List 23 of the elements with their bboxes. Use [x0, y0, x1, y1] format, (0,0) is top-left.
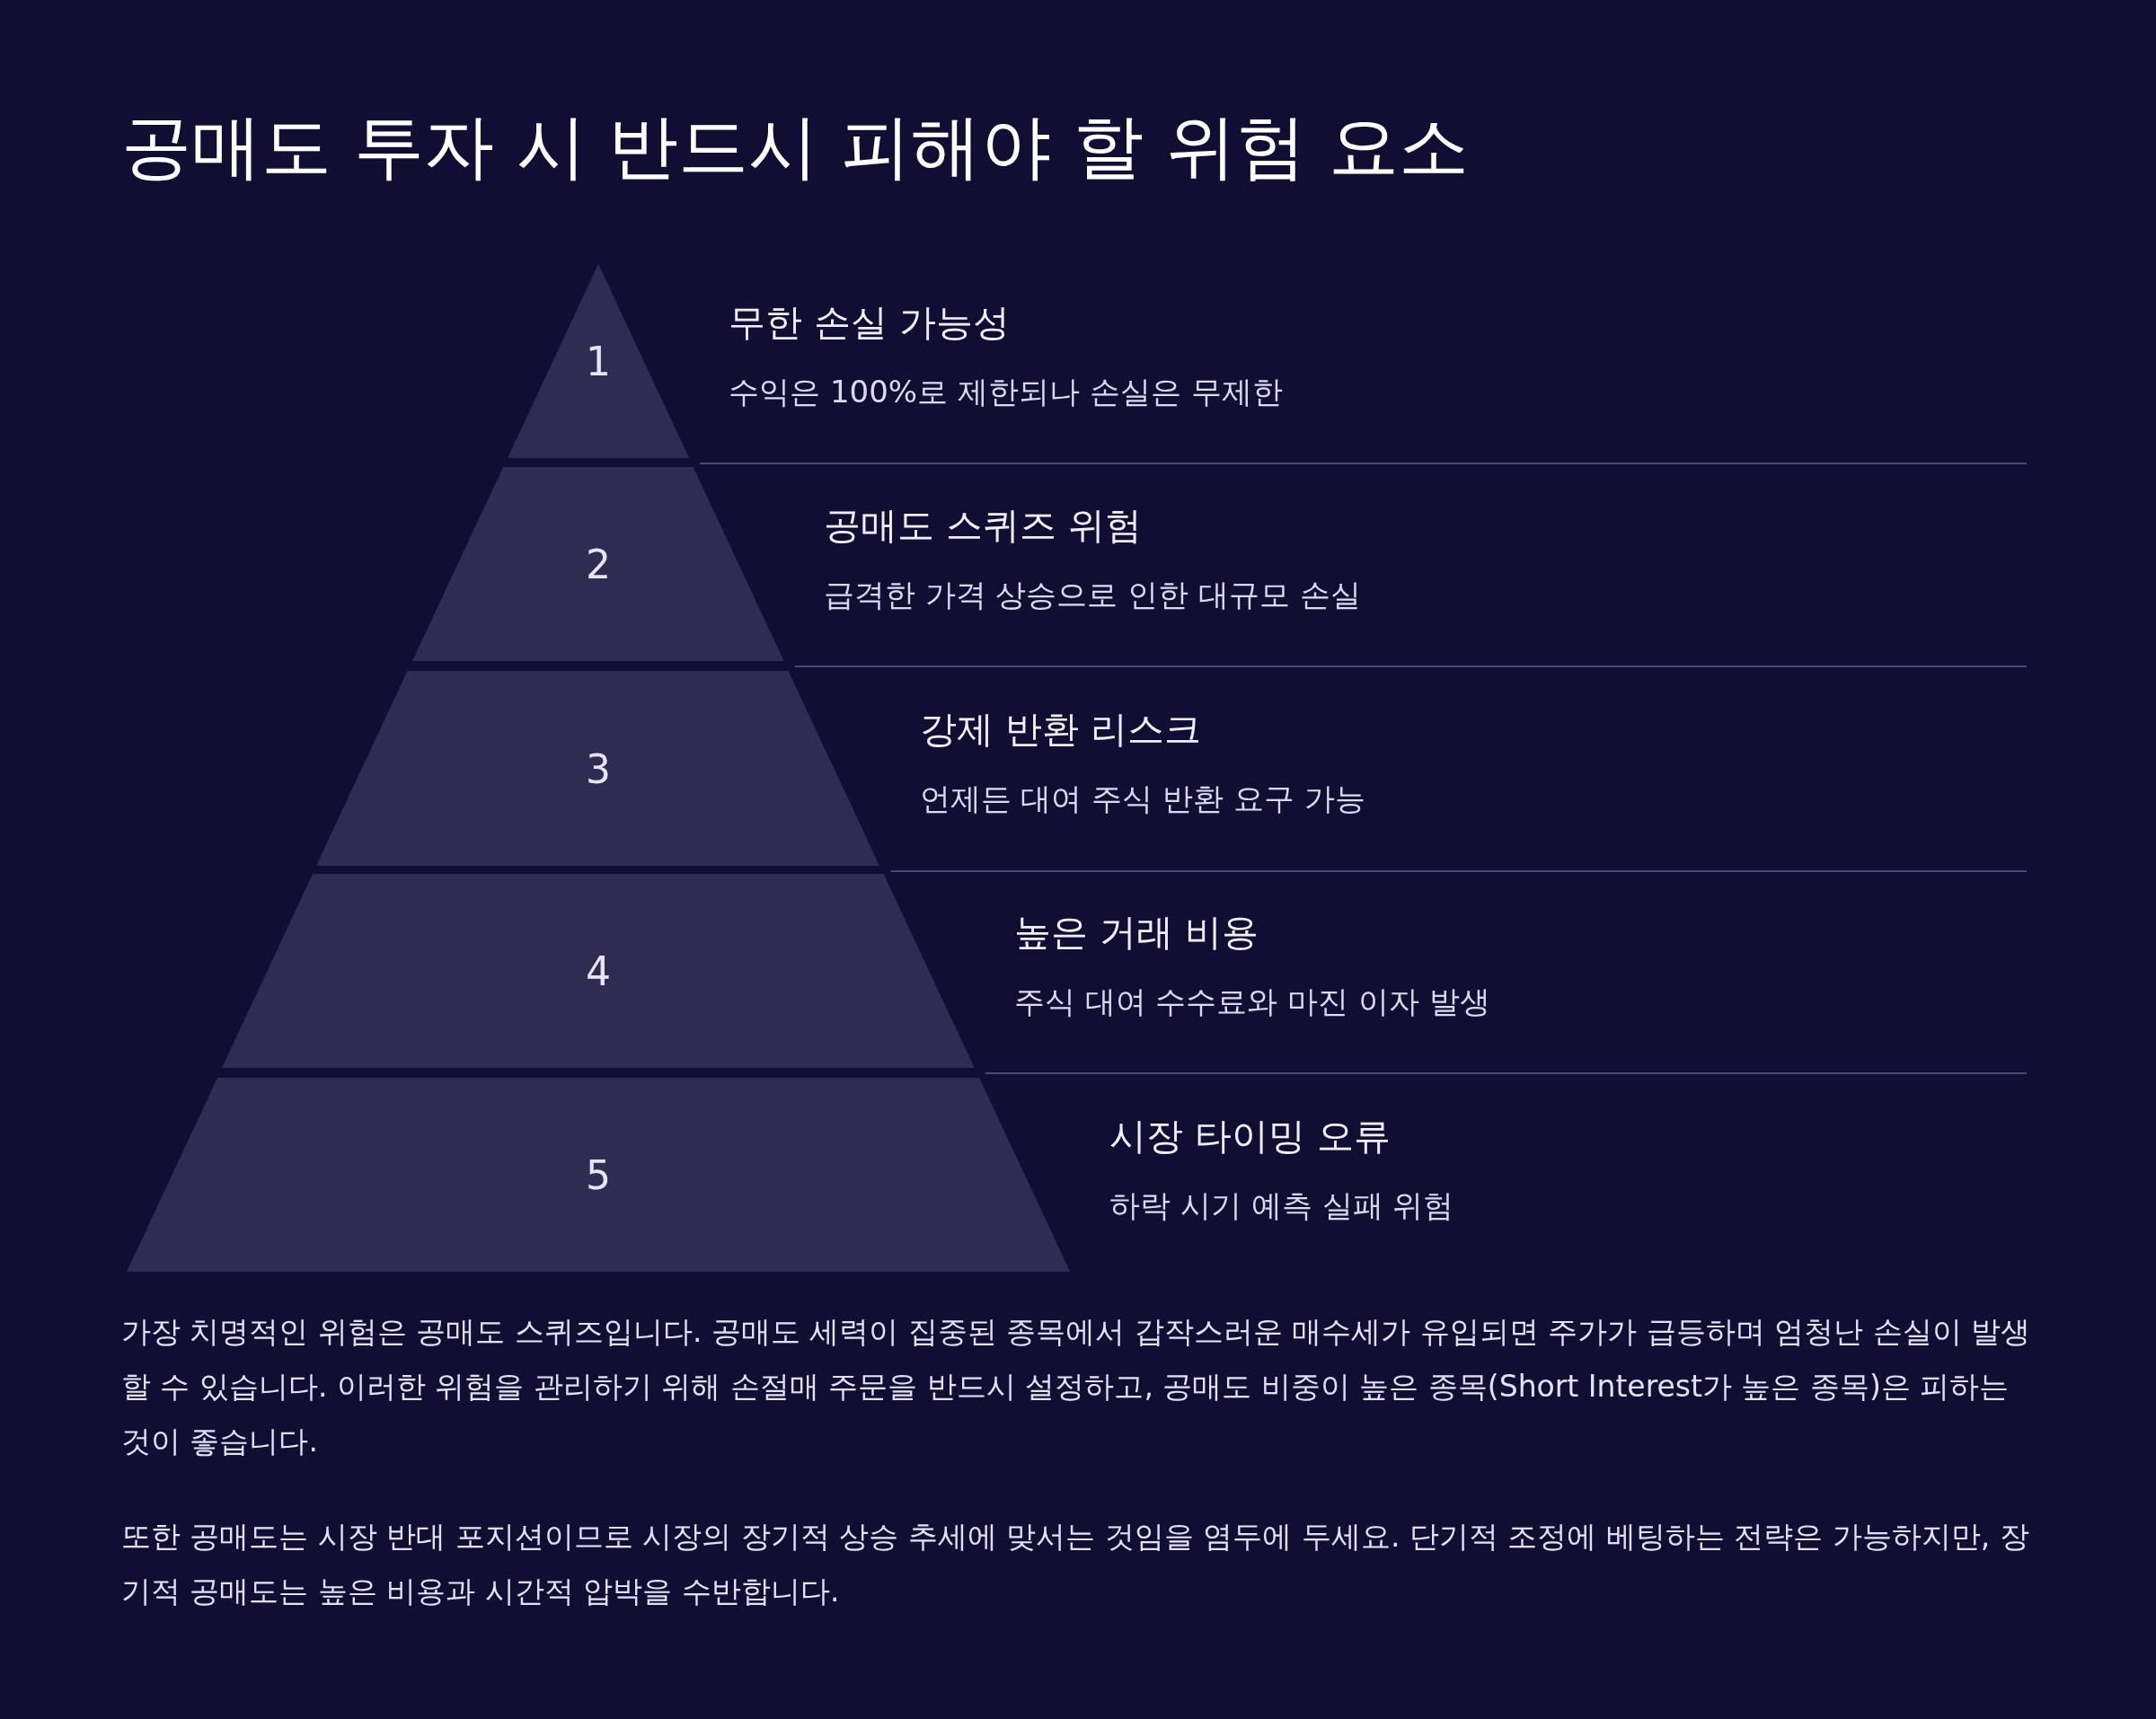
tier-description: 언제든 대여 주식 반환 요구 가능 — [919, 780, 1365, 818]
pyramid-tier — [126, 1078, 1071, 1272]
tier-description: 급격한 가격 상승으로 인한 대규모 손실 — [823, 576, 1361, 614]
tier-number: 4 — [586, 948, 611, 994]
tier-number: 1 — [586, 338, 611, 384]
tier-number: 5 — [586, 1151, 611, 1198]
paragraph: 가장 치명적인 위험은 공매도 스퀴즈입니다. 공매도 세력이 집중된 종목에서 갑작스러운 매수세가 유입되면 주가가 급등하며 엄청난 손실이 발생할 수 있습니다. 이러한 위험을 관리하기 위해 손절매 주문을 반드시 설정하고, 공매도 비중이 높은 종목(Short Interest가 높은 종목)은 피하는 것이 좋습니다. — [121, 1313, 2032, 1460]
pyramid-tier — [316, 671, 880, 866]
pyramid-tier — [507, 264, 690, 458]
pyramid-tier — [412, 467, 784, 661]
tier-heading: 시장 타이밍 오류 — [1109, 1114, 1392, 1159]
tier-description: 하락 시기 예측 실패 위험 — [1109, 1186, 1454, 1225]
tier-number: 2 — [586, 541, 611, 587]
tier-number: 3 — [586, 745, 611, 791]
tier-heading: 높은 거래 비용 — [1013, 910, 1259, 956]
title: 공매도 투자 시 반드시 피해야 할 위험 요소 — [121, 105, 1469, 189]
tier-heading: 강제 반환 리스크 — [919, 707, 1201, 753]
tier-description: 수익은 100%로 제한되나 손실은 무제한 — [729, 373, 1283, 411]
pyramid-tier — [222, 874, 975, 1068]
tier-heading: 공매도 스퀴즈 위험 — [823, 503, 1142, 549]
tier-description: 주식 대여 수수료와 마진 이자 발생 — [1013, 983, 1490, 1021]
paragraph: 또한 공매도는 시장 반대 포지션이므로 시장의 장기적 상승 추세에 맞서는 것임을 염두에 두세요. 단기적 조정에 베팅하는 전략은 가능하지만, 장기적 공매도는 높은 비용과 시간적 압박을 수반합니다. — [121, 1518, 2030, 1610]
tier-heading: 무한 손실 가능성 — [729, 300, 1011, 346]
